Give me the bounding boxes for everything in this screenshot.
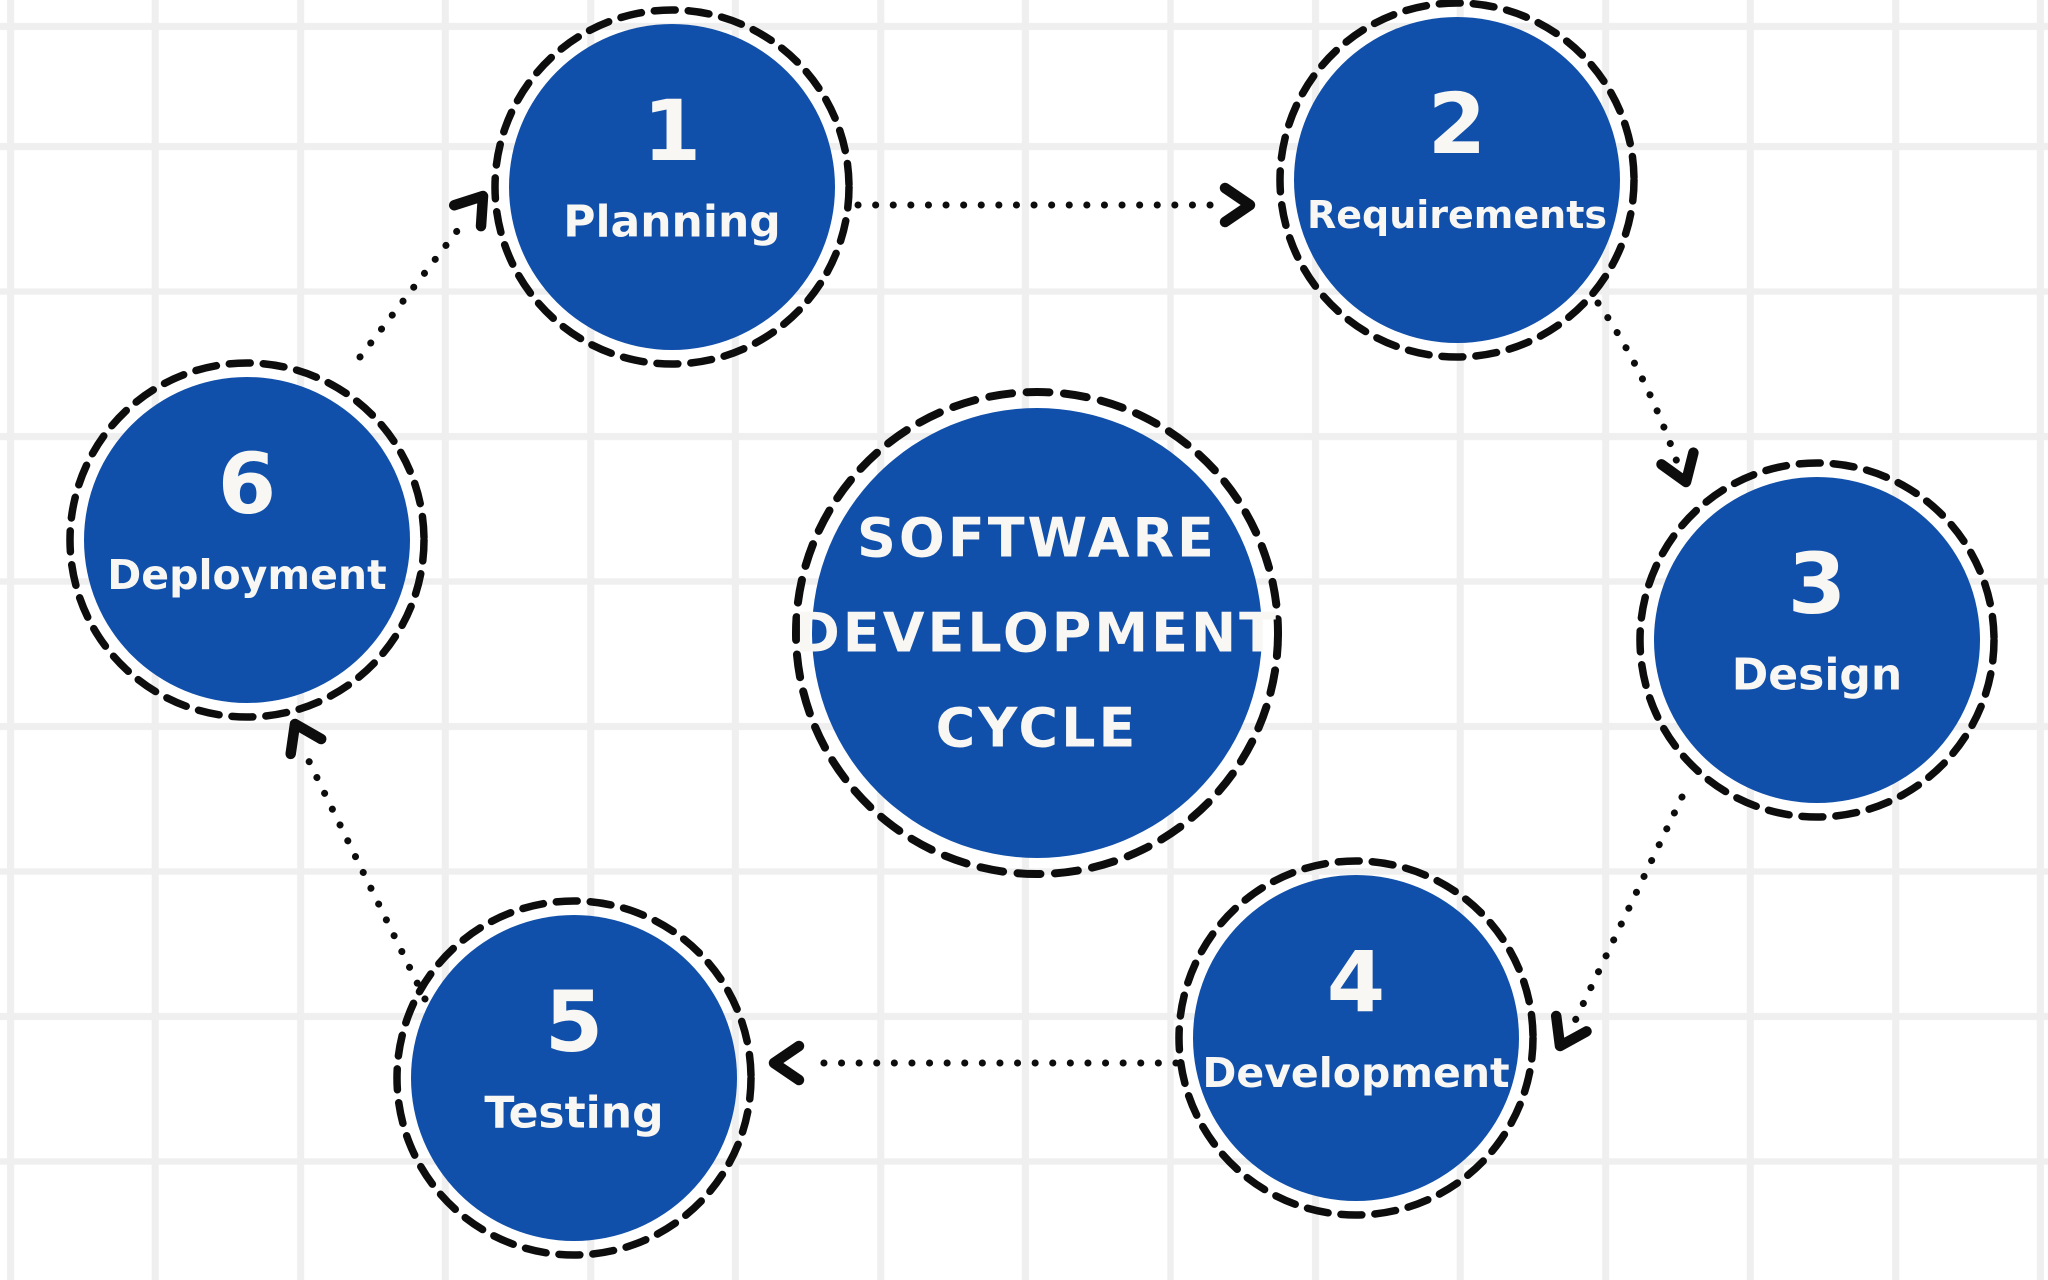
node-design: 3 Design	[1636, 459, 1998, 821]
node-dashed-ring	[66, 359, 428, 721]
dotted-line	[1594, 299, 1682, 469]
connector-deployment-to-planning	[356, 190, 489, 361]
center-title-line-3: CYCLE	[936, 697, 1139, 760]
node-dashed-ring	[491, 6, 853, 368]
connector-testing-to-deployment	[285, 718, 429, 1003]
arrow-left-icon	[768, 1040, 805, 1086]
arrow-down-icon	[1656, 447, 1699, 488]
node-number: 1	[643, 82, 701, 180]
node-circle	[1294, 17, 1620, 343]
node-number: 5	[545, 973, 603, 1071]
node-circle	[509, 24, 835, 350]
dotted-line	[1570, 793, 1686, 1027]
node-number: 3	[1788, 535, 1846, 633]
connector-requirements-to-design	[1594, 299, 1699, 488]
node-requirements: 2 Requirements	[1276, 0, 1638, 361]
connector-development-to-testing	[768, 1040, 1180, 1086]
center-title-circle: SOFTWARE DEVELOPMENT CYCLE	[792, 388, 1282, 878]
node-label: Testing	[484, 1088, 663, 1139]
node-testing: 5 Testing	[393, 897, 755, 1259]
dotted-line	[298, 743, 429, 1003]
center-title-line-1: SOFTWARE	[857, 507, 1217, 570]
arrow-right-icon	[1219, 182, 1256, 228]
center-circle	[812, 408, 1262, 858]
center-dashed-ring	[792, 388, 1282, 878]
arrow-up-right-icon	[448, 190, 489, 232]
arrow-down-left-icon	[1550, 1010, 1592, 1052]
dotted-line	[356, 218, 468, 361]
node-dashed-ring	[393, 897, 755, 1259]
node-dashed-ring	[1276, 0, 1638, 361]
node-number: 6	[218, 435, 276, 533]
node-number: 4	[1327, 933, 1385, 1031]
node-dashed-ring	[1175, 857, 1537, 1219]
node-label: Development	[1202, 1049, 1509, 1097]
arrow-up-icon	[285, 718, 327, 760]
node-development: 4 Development	[1175, 857, 1537, 1219]
node-circle	[1193, 875, 1519, 1201]
node-label: Planning	[563, 197, 781, 248]
node-label: Design	[1732, 650, 1902, 701]
node-label: Deployment	[107, 551, 386, 599]
connector-planning-to-requirements	[854, 182, 1256, 228]
node-circle	[1654, 477, 1980, 803]
node-number: 2	[1428, 75, 1486, 173]
node-circle	[411, 915, 737, 1241]
node-label: Requirements	[1307, 193, 1607, 237]
node-planning: 1 Planning	[491, 6, 853, 368]
center-title-line-2: DEVELOPMENT	[795, 602, 1279, 665]
node-circle	[84, 377, 410, 703]
connector-design-to-development	[1550, 793, 1686, 1052]
node-deployment: 6 Deployment	[66, 359, 428, 721]
node-dashed-ring	[1636, 459, 1998, 821]
